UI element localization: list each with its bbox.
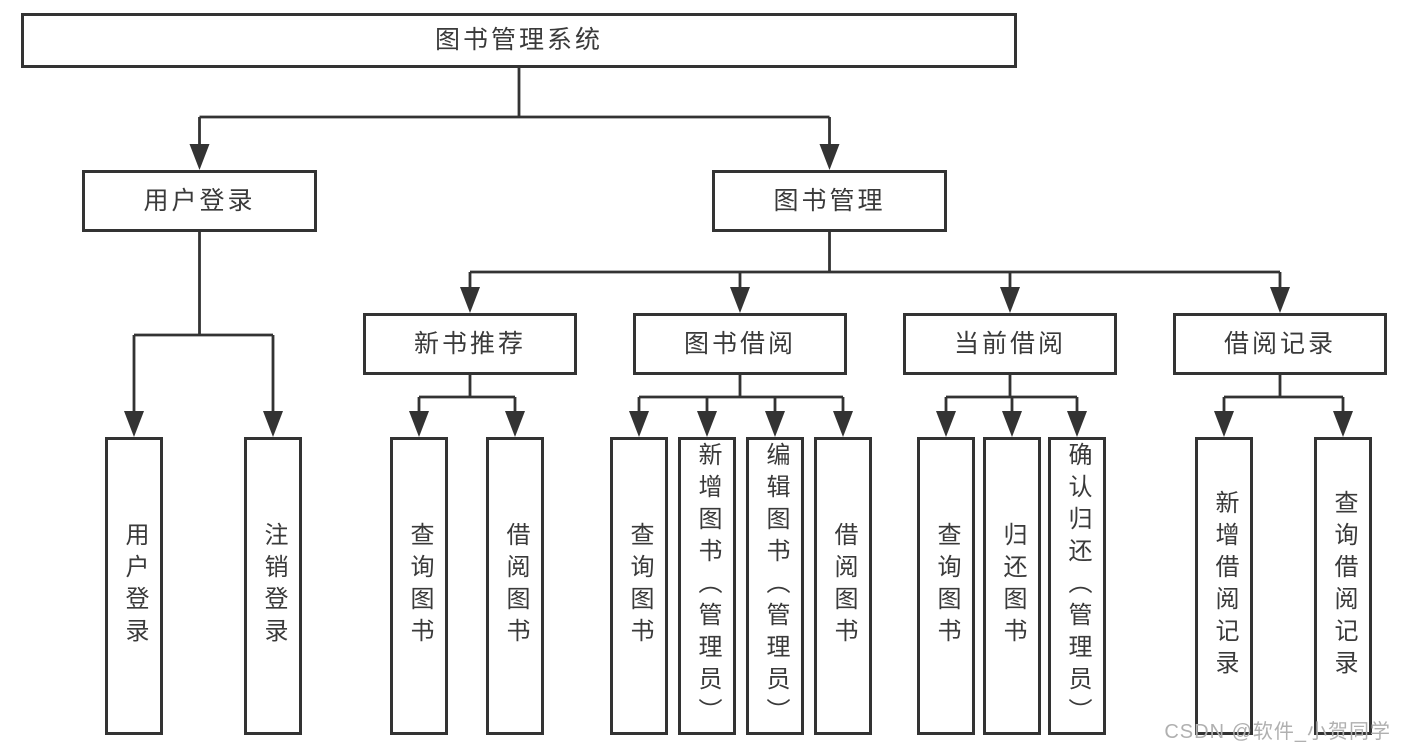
leaf-add-borrow-record: 新增借阅记录	[1195, 437, 1253, 735]
leaf-query-books-recommend: 查询图书	[390, 437, 448, 735]
arrowhead-icon	[1214, 411, 1234, 437]
arrowhead-icon	[1002, 411, 1022, 437]
arrowhead-icon	[1333, 411, 1353, 437]
csdn-watermark: CSDN @软件_小贺同学	[1164, 721, 1391, 743]
arrowhead-icon	[833, 411, 853, 437]
arrowhead-icon	[505, 411, 525, 437]
leaf-query-borrow-record: 查询借阅记录	[1314, 437, 1372, 735]
leaf-logout: 注销登录	[244, 437, 302, 735]
arrowhead-icon	[1067, 411, 1087, 437]
leaf-return-books: 归还图书	[983, 437, 1041, 735]
arrowhead-icon	[263, 411, 283, 437]
leaf-confirm-return-admin: 确认归还（管理员）	[1048, 437, 1106, 735]
leaf-query-books-borrow: 查询图书	[610, 437, 668, 735]
arrowhead-icon	[629, 411, 649, 437]
leaf-borrow-books-borrow: 借阅图书	[814, 437, 872, 735]
leaf-add-book-admin: 新增图书（管理员）	[678, 437, 736, 735]
arrowhead-icon	[819, 144, 840, 170]
leaf-borrow-books-recommend: 借阅图书	[486, 437, 544, 735]
node-borrow-records: 借阅记录	[1173, 313, 1387, 375]
node-book-borrow: 图书借阅	[633, 313, 847, 375]
arrowhead-icon	[189, 144, 210, 170]
connector-lines	[132, 68, 1345, 415]
arrowhead-icon	[1270, 287, 1290, 313]
node-new-book-recommend: 新书推荐	[363, 313, 577, 375]
node-system-title: 图书管理系统	[21, 13, 1017, 68]
node-current-borrow: 当前借阅	[903, 313, 1117, 375]
node-user-login: 用户登录	[82, 170, 317, 232]
leaf-query-books-current: 查询图书	[917, 437, 975, 735]
arrowhead-icon	[730, 287, 750, 313]
arrowhead-icon	[765, 411, 785, 437]
arrowhead-icon	[409, 411, 429, 437]
arrowhead-icon	[1000, 287, 1020, 313]
arrowhead-icon	[124, 411, 144, 437]
node-book-management: 图书管理	[712, 170, 947, 232]
leaf-edit-book-admin: 编辑图书（管理员）	[746, 437, 804, 735]
arrowhead-icon	[460, 287, 480, 313]
arrowhead-icon	[697, 411, 717, 437]
arrowhead-icon	[936, 411, 956, 437]
leaf-user-login: 用户登录	[105, 437, 163, 735]
